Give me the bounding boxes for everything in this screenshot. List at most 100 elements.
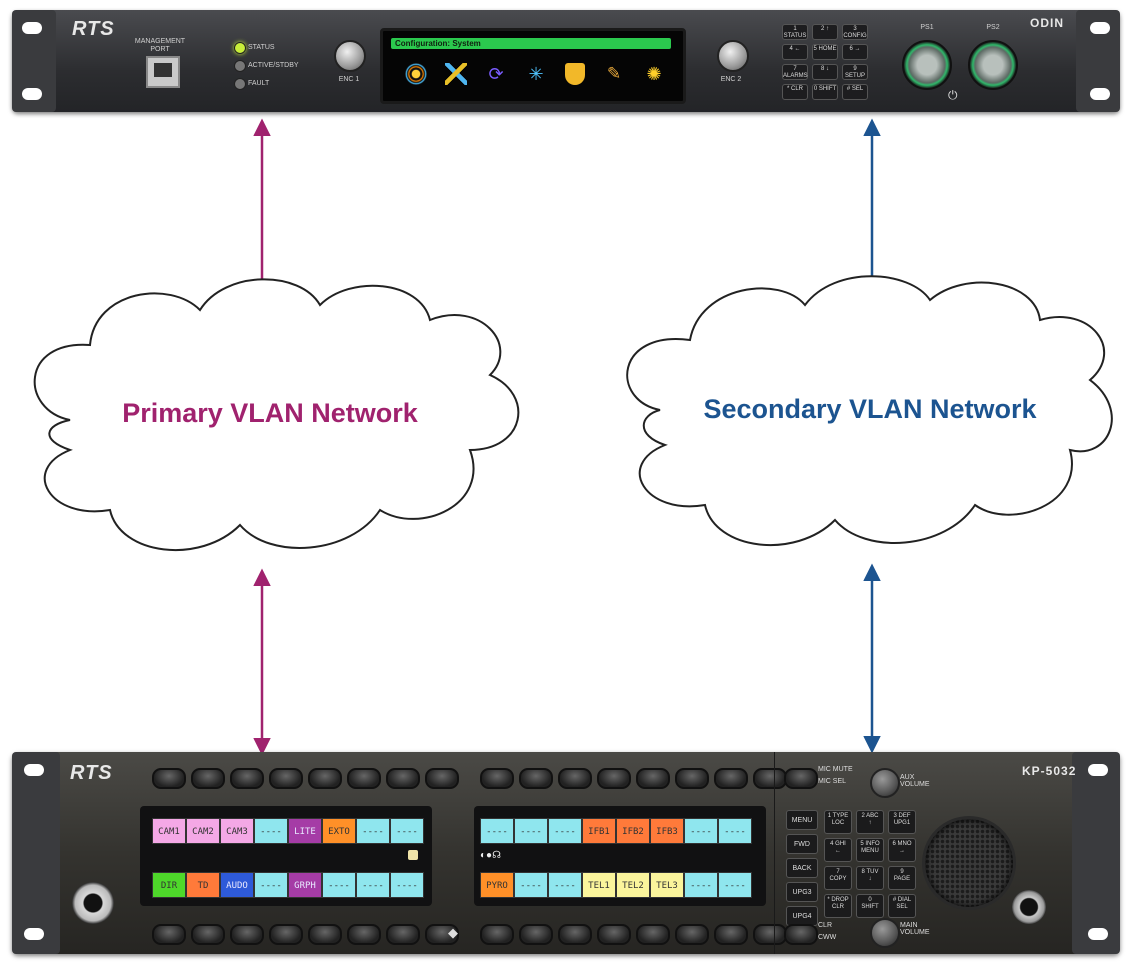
person-wrench-icon[interactable]: ✎ bbox=[606, 64, 622, 83]
talk-key-button[interactable] bbox=[269, 924, 303, 945]
key-label-cell: TEL2 bbox=[616, 872, 650, 898]
talk-key-button[interactable] bbox=[152, 924, 186, 945]
key-number: 4 GHI bbox=[830, 841, 846, 847]
key-number: 3 bbox=[853, 26, 857, 32]
talk-key-button[interactable] bbox=[480, 924, 514, 945]
kp-numeric-key[interactable]: 8 TUV↓ bbox=[856, 866, 884, 890]
talk-key-button[interactable] bbox=[753, 768, 787, 789]
headset-jack[interactable] bbox=[72, 882, 114, 924]
odin-keypad-key[interactable]: 6 → bbox=[842, 44, 868, 60]
talk-key-button[interactable] bbox=[753, 924, 787, 945]
talk-key-button[interactable] bbox=[191, 768, 225, 789]
talk-key-button[interactable] bbox=[597, 924, 631, 945]
key-label: CONFIG bbox=[843, 33, 867, 39]
key-label-cell: CAM3 bbox=[220, 818, 254, 844]
talk-key-button[interactable] bbox=[191, 924, 225, 945]
ethernet-port[interactable] bbox=[146, 56, 180, 88]
odin-frame: RTS MANAGEMENT PORT STATUS ACTIVE/STDBY … bbox=[12, 10, 1120, 112]
key-number: 1 bbox=[793, 26, 797, 32]
key-label-cell: ---- bbox=[254, 872, 288, 898]
talk-key-button[interactable] bbox=[386, 768, 420, 789]
kp-numeric-key[interactable]: 2 ABC↑ bbox=[856, 810, 884, 834]
odin-keypad-key[interactable]: 5 HOME bbox=[812, 44, 838, 60]
function-key-fwd[interactable]: FWD bbox=[786, 834, 818, 854]
main-volume-label: MAIN VOLUME bbox=[900, 922, 930, 936]
key-label-cell: IFB2 bbox=[616, 818, 650, 844]
talk-key-button[interactable] bbox=[386, 924, 420, 945]
talk-key-button[interactable] bbox=[308, 768, 342, 789]
talk-key-button[interactable] bbox=[675, 924, 709, 945]
arrow-circle-icon[interactable]: ⟳ bbox=[488, 64, 504, 84]
talk-key-button[interactable] bbox=[636, 768, 670, 789]
odin-keypad-key[interactable]: 7 ALARMS bbox=[782, 64, 808, 80]
network-icon[interactable]: ✳ bbox=[528, 64, 544, 84]
talk-key-button[interactable] bbox=[425, 768, 459, 789]
aux-jack[interactable] bbox=[1012, 890, 1046, 924]
talk-key-button[interactable] bbox=[714, 924, 748, 945]
enc2-knob[interactable] bbox=[717, 40, 749, 72]
ps2-button[interactable] bbox=[968, 40, 1018, 90]
odin-keypad-key[interactable]: 9 SETUP bbox=[842, 64, 868, 80]
talk-key-button[interactable] bbox=[152, 768, 186, 789]
talk-key-button[interactable] bbox=[480, 768, 514, 789]
sun-gear-icon[interactable]: ✺ bbox=[646, 64, 662, 84]
odin-keypad-key[interactable]: 1 STATUS bbox=[782, 24, 808, 40]
enc1-knob[interactable] bbox=[334, 40, 366, 72]
talk-key-button[interactable] bbox=[597, 768, 631, 789]
kp-numeric-key[interactable]: 6 MNO→ bbox=[888, 838, 916, 862]
main-volume-knob[interactable] bbox=[870, 918, 900, 948]
key-label: ↑ bbox=[868, 820, 872, 826]
function-key-upg4[interactable]: UPG4 bbox=[786, 906, 818, 926]
mic-mute-key[interactable] bbox=[784, 768, 818, 789]
tools-icon[interactable] bbox=[445, 63, 467, 85]
function-key-menu[interactable]: MENU bbox=[786, 810, 818, 830]
talk-key-button[interactable] bbox=[519, 768, 553, 789]
key-label: ↓ bbox=[868, 876, 872, 882]
talk-key-button[interactable] bbox=[425, 924, 459, 945]
clr-cww-key[interactable] bbox=[784, 924, 818, 945]
aux-volume-knob[interactable] bbox=[870, 768, 900, 798]
talk-key-button[interactable] bbox=[230, 768, 264, 789]
function-key-upg3[interactable]: UPG3 bbox=[786, 882, 818, 902]
key-label: MENU bbox=[861, 848, 879, 854]
key-number: 7 bbox=[836, 869, 840, 875]
talk-key-button[interactable] bbox=[675, 768, 709, 789]
key-number: * DROP bbox=[827, 897, 849, 903]
talk-key-button[interactable] bbox=[347, 768, 381, 789]
odin-keypad-key[interactable]: # SEL bbox=[842, 84, 868, 100]
odin-keypad-key[interactable]: 8 ↓ bbox=[812, 64, 838, 80]
target-icon[interactable] bbox=[405, 63, 427, 85]
function-key-back[interactable]: BACK bbox=[786, 858, 818, 878]
talk-key-button[interactable] bbox=[519, 924, 553, 945]
talk-key-button[interactable] bbox=[558, 768, 592, 789]
kp-numeric-key[interactable]: 4 GHI← bbox=[824, 838, 852, 862]
talk-key-button[interactable] bbox=[558, 924, 592, 945]
key-number: 9 bbox=[900, 869, 904, 875]
nav-diamond-icon[interactable]: ◆ bbox=[448, 925, 458, 940]
odin-keypad-key[interactable]: 2 ↑ bbox=[812, 24, 838, 40]
ps2-label: PS2 bbox=[986, 24, 1000, 31]
talk-key-button[interactable] bbox=[230, 924, 264, 945]
secondary-vlan-label: Secondary VLAN Network bbox=[703, 394, 1037, 424]
talk-key-button[interactable] bbox=[269, 768, 303, 789]
talk-key-button[interactable] bbox=[714, 768, 748, 789]
odin-keypad-key[interactable]: 3 CONFIG bbox=[842, 24, 868, 40]
odin-keypad-key[interactable]: 0 SHIFT bbox=[812, 84, 838, 100]
rack-hole bbox=[1088, 928, 1108, 940]
talk-key-button[interactable] bbox=[636, 924, 670, 945]
shield-icon[interactable] bbox=[565, 63, 585, 85]
odin-keypad-key[interactable]: * CLR bbox=[782, 84, 808, 100]
ps1-button[interactable] bbox=[902, 40, 952, 90]
talk-key-button[interactable] bbox=[347, 924, 381, 945]
talk-key-button[interactable] bbox=[308, 924, 342, 945]
odin-keypad-key[interactable]: 4 ← bbox=[782, 44, 808, 60]
